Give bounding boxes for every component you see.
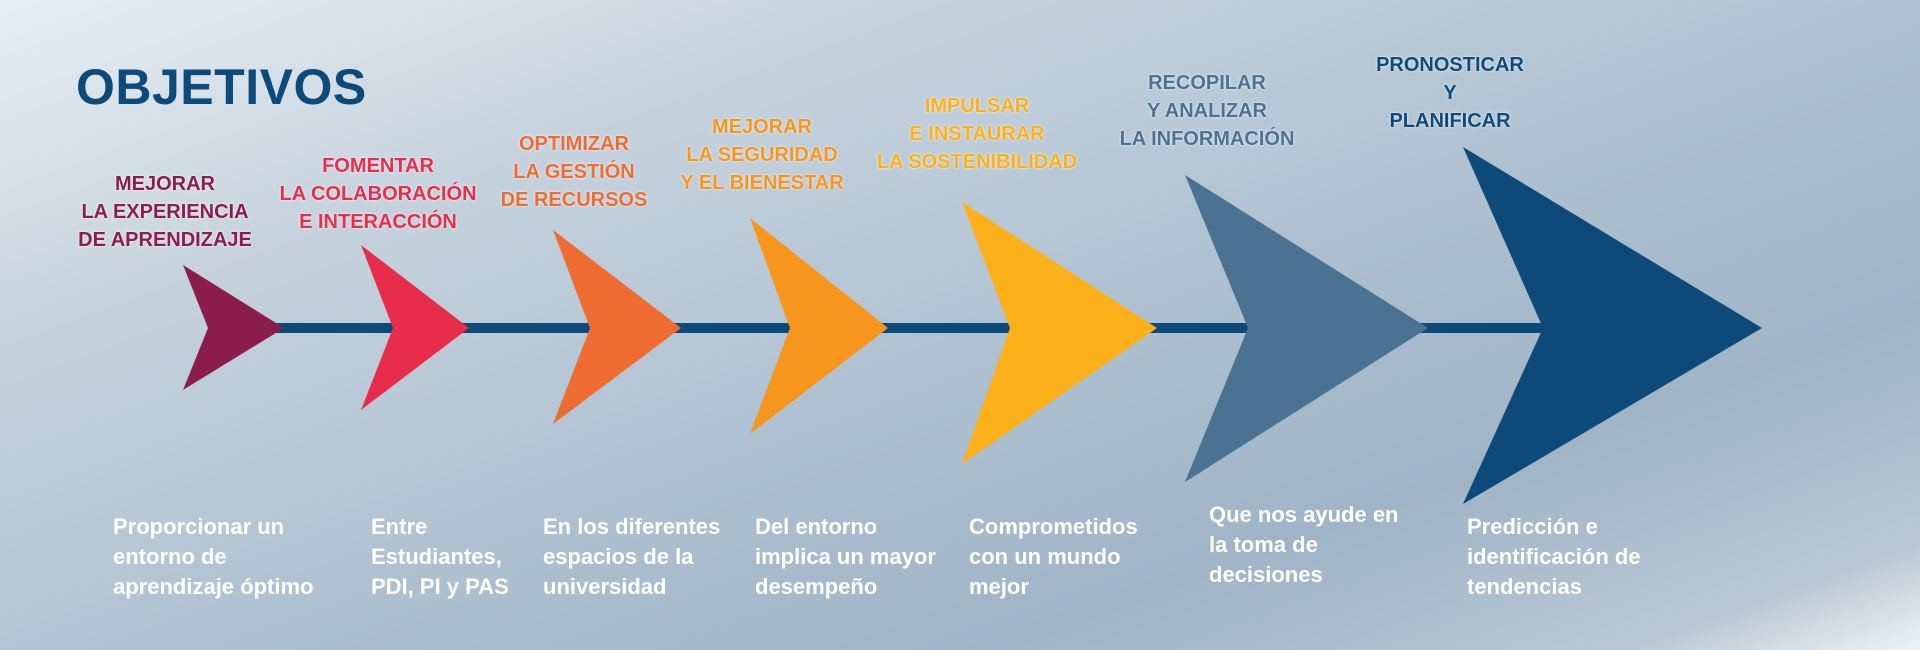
objective-chevron: [361, 245, 469, 410]
objective-title: IMPULSAR E INSTAURAR LA SOSTENIBILIDAD: [876, 95, 1078, 173]
objective-title: MEJORAR LA SEGURIDAD Y EL BIENESTAR: [680, 116, 844, 194]
objective-description: En los diferentes espacios de la univers…: [543, 514, 721, 599]
objective-description: Comprometidos con un mundo mejor: [969, 514, 1138, 599]
objective-title: MEJORAR LA EXPERIENCIA DE APRENDIZAJE: [78, 173, 252, 251]
objective-title: FOMENTAR LA COLABORACIÓN E INTERACCIÓN: [279, 155, 477, 233]
page-title: OBJETIVOS: [76, 59, 367, 115]
objective-chevron: [1463, 147, 1762, 504]
objective-description: Proporcionar un entorno de aprendizaje ó…: [113, 514, 314, 599]
objective-chevron: [553, 230, 681, 424]
objective-chevron: [962, 202, 1157, 464]
objective-description: Predicción e identificación de tendencia…: [1467, 514, 1641, 599]
objective-description: Entre Estudiantes, PDI, PI y PAS: [371, 514, 509, 599]
objective-chevron: [183, 265, 284, 390]
objective-chevron: [1185, 175, 1428, 482]
objective-description: Del entorno implica un mayor desempeño: [755, 514, 936, 599]
objective-chevron: [750, 218, 888, 434]
objective-title: PRONOSTICAR Y PLANIFICAR: [1376, 54, 1524, 132]
objective-description: Que nos ayude en la toma de decisiones: [1209, 502, 1399, 587]
objective-title: RECOPILAR Y ANALIZAR LA INFORMACIÓN: [1119, 72, 1295, 150]
objective-title: OPTIMIZAR LA GESTIÓN DE RECURSOS: [500, 133, 648, 211]
